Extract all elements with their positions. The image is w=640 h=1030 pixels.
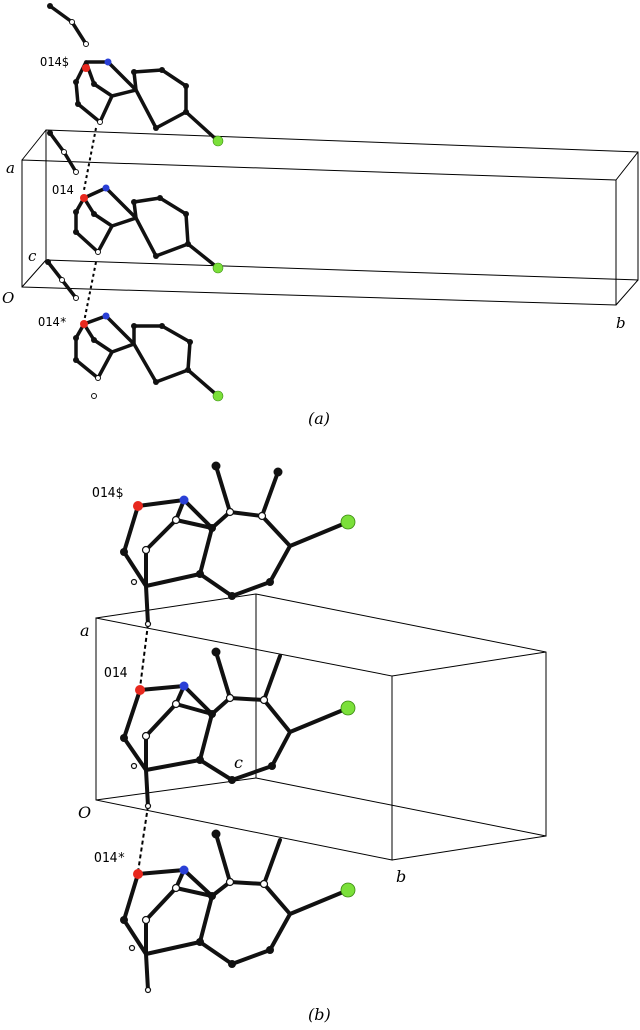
molecule-b-2 xyxy=(120,647,356,810)
hydrogen-bonds-b xyxy=(137,623,149,873)
unit-cell-a xyxy=(21,129,639,306)
atom-label: O14 xyxy=(104,666,128,681)
molecule-a-1 xyxy=(47,3,224,147)
axis-label-origin: O xyxy=(2,289,14,307)
panel-a: O14$ O14 O14* a c O b (a) xyxy=(2,3,639,428)
unit-cell-b xyxy=(95,593,547,861)
axis-label-origin: O xyxy=(78,803,91,822)
molecule-b-3 xyxy=(120,829,356,994)
panel-caption-b: (b) xyxy=(308,1005,331,1024)
panel-b: O14$ O14 O14* a c O b (b) xyxy=(78,461,547,1024)
axis-label-a: a xyxy=(80,621,90,640)
atom-label: O14 xyxy=(52,183,74,197)
axis-label-c: c xyxy=(234,753,243,772)
molecule-a-2 xyxy=(47,130,224,274)
atom-label: O14* xyxy=(94,851,125,866)
axis-label-c: c xyxy=(28,247,37,265)
axis-label-b: b xyxy=(616,314,626,332)
atom-label: O14$ xyxy=(40,55,69,69)
oxygen-atom xyxy=(82,64,90,72)
hydrogen-bonds-a xyxy=(83,127,97,323)
axis-label-a: a xyxy=(6,159,15,177)
molecule-a-3 xyxy=(45,259,224,402)
panel-caption-a: (a) xyxy=(308,409,330,428)
nitrogen-atom xyxy=(104,58,112,66)
atom-label: O14$ xyxy=(92,486,123,501)
chlorine-atom xyxy=(212,135,224,147)
molecule-b-1 xyxy=(120,461,356,628)
atom-label: O14* xyxy=(38,315,67,329)
axis-label-b: b xyxy=(396,867,406,886)
